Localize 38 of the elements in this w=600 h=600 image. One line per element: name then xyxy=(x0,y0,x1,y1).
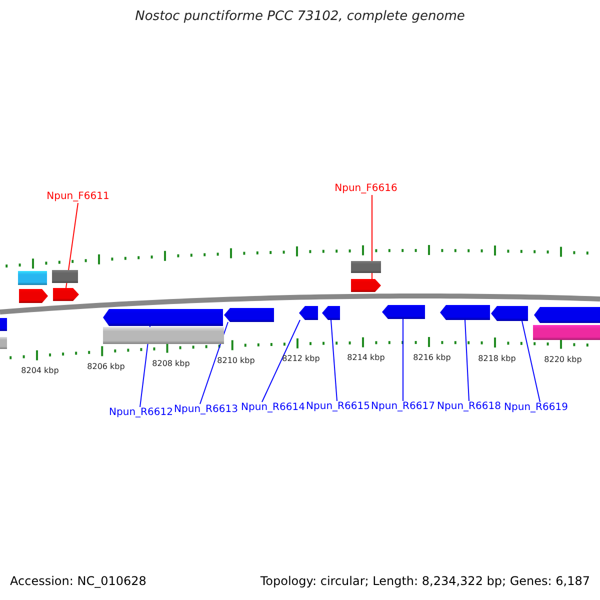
gene-segment xyxy=(491,306,528,321)
gene-label: Npun_F6611 xyxy=(43,191,113,203)
gene-block xyxy=(533,325,600,340)
footer-text: Topology: circular; Length: 8,234,322 bp; Genes: 6,187 xyxy=(260,575,590,587)
gene-block xyxy=(0,337,7,349)
leader-line xyxy=(262,320,300,402)
gene-block xyxy=(103,327,224,344)
gene-block xyxy=(52,270,78,283)
gene-block xyxy=(18,271,47,285)
scale-label: 8206 kbp xyxy=(86,360,126,373)
scale-label: 8208 kbp xyxy=(151,358,191,370)
gene-segment xyxy=(224,308,274,322)
gene-label: Npun_R6619 xyxy=(501,402,571,414)
gene-segment xyxy=(19,289,48,303)
leader-line xyxy=(330,320,338,402)
scale-label: 8212 kbp xyxy=(281,353,321,366)
gene-segment xyxy=(322,306,340,320)
gene-segment xyxy=(299,306,318,320)
scale-label: 8216 kbp xyxy=(412,352,452,364)
footer-text: Accession: NC_010628 xyxy=(10,575,146,587)
gene-segment xyxy=(440,305,490,320)
gene-segment xyxy=(382,305,425,319)
gene-segment xyxy=(534,307,600,323)
leader-line xyxy=(402,318,404,402)
gene-label: Npun_F6616 xyxy=(331,183,401,195)
scale-label: 8204 kbp xyxy=(20,365,60,378)
leader-line xyxy=(464,320,470,402)
gene-block xyxy=(0,318,7,331)
leader-line xyxy=(522,320,540,402)
scale-label: 8210 kbp xyxy=(216,355,256,368)
gene-block xyxy=(351,261,381,273)
scale-label: 8220 kbp xyxy=(543,354,583,366)
scale-label: 8218 kbp xyxy=(477,352,517,365)
gene-segment xyxy=(351,279,381,292)
leader-line xyxy=(200,322,228,404)
title: Nostoc punctiforme PCC 73102, complete genome xyxy=(134,11,466,23)
scale-label: 8214 kbp xyxy=(346,352,386,364)
gene-segment xyxy=(53,288,79,301)
